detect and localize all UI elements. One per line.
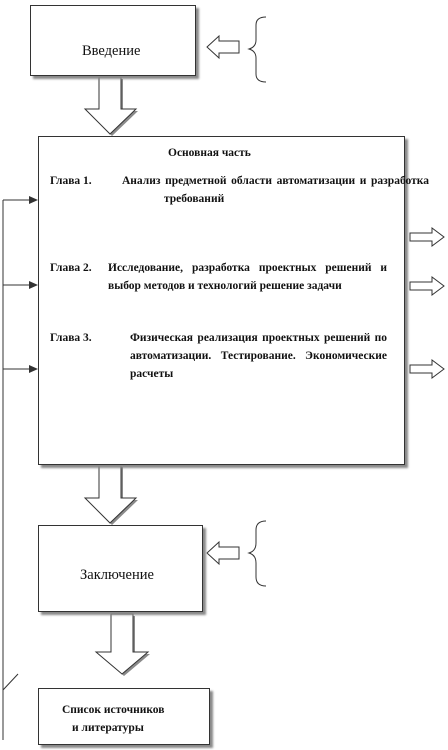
arrow-out-chapter-1 bbox=[409, 227, 445, 247]
arrow-conclusion-to-refs bbox=[94, 613, 150, 675]
chapter-1-text: Анализ предметной области автоматизации … bbox=[122, 175, 429, 205]
chapter-3-text: Физическая реализация проектных решений … bbox=[130, 332, 387, 380]
main-title: Основная часть bbox=[168, 147, 251, 159]
conclusion-title: Заключение bbox=[80, 567, 154, 583]
feedback-line-diagonal bbox=[2, 673, 19, 691]
brace-conclusion bbox=[247, 520, 267, 587]
references-line-2: и литературы bbox=[72, 722, 144, 734]
arrow-intro-to-main bbox=[83, 76, 138, 135]
chapter-2-text: Исследование, разработка проектных решен… bbox=[108, 262, 387, 292]
arrow-out-chapter-2 bbox=[409, 276, 445, 296]
chapter-3-label: Глава 3. bbox=[50, 332, 92, 344]
conclusion-box bbox=[38, 525, 203, 612]
intro-box bbox=[30, 5, 196, 76]
references-line-1: Список источников bbox=[62, 704, 165, 716]
arrow-out-chapter-3 bbox=[409, 359, 445, 379]
main-box bbox=[38, 136, 405, 465]
chapter-1-label: Глава 1. bbox=[50, 175, 92, 187]
intro-title: Введение bbox=[82, 43, 141, 59]
chapter-1: Глава 1. Анализ предметной области автом… bbox=[50, 172, 429, 232]
chapter-2: Глава 2. Исследование, разработка проект… bbox=[50, 259, 392, 319]
chapter-2-label: Глава 2. bbox=[50, 262, 92, 274]
arrow-into-intro bbox=[206, 34, 240, 60]
chapter-3: Глава 3. Физическая реализация проектных… bbox=[50, 329, 392, 399]
arrow-into-conclusion bbox=[206, 540, 240, 566]
feedback-arrowhead-1 bbox=[29, 196, 38, 204]
references-box bbox=[38, 688, 210, 745]
arrow-main-to-conclusion bbox=[83, 464, 138, 524]
brace-intro bbox=[247, 16, 267, 83]
feedback-arrowhead-3 bbox=[29, 365, 38, 373]
feedback-arrowhead-2 bbox=[29, 281, 38, 289]
